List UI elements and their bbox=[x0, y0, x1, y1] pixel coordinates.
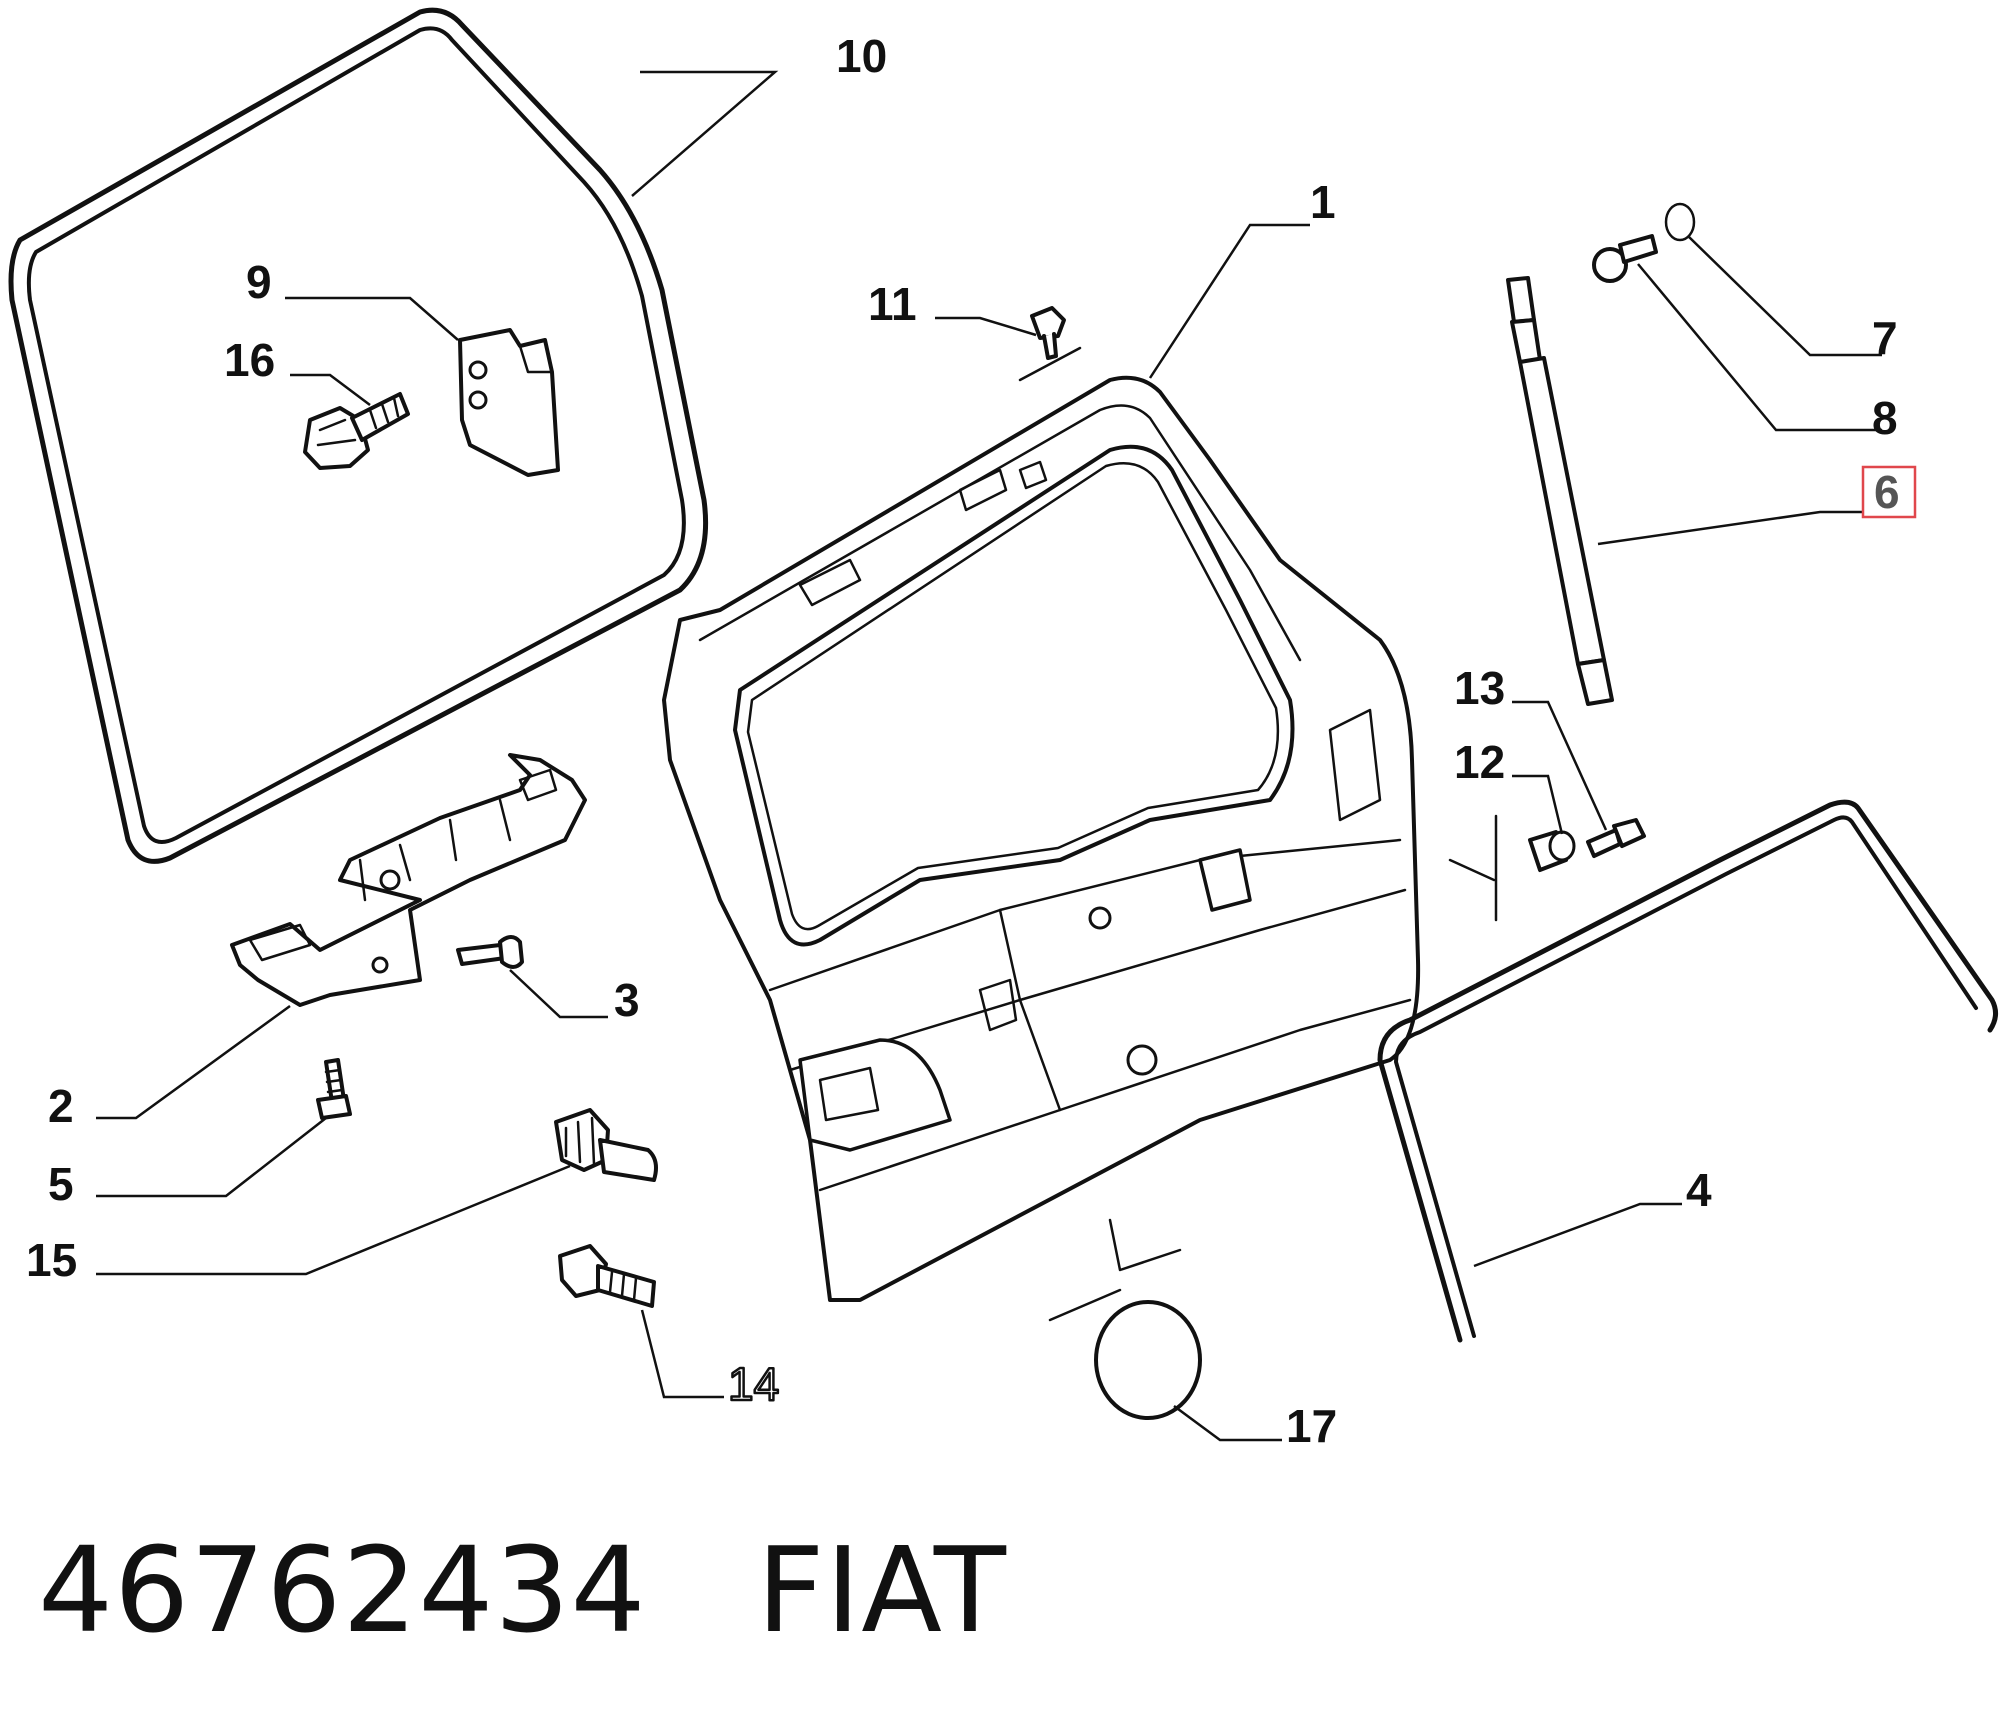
part-9-bracket-plate bbox=[458, 328, 560, 477]
part-15-stud bbox=[554, 1108, 658, 1182]
part-10-window-seal bbox=[8, 7, 709, 864]
callout-4: 4 bbox=[1686, 1164, 1712, 1216]
part-6-gas-strut bbox=[1506, 276, 1614, 706]
part-5-bolt bbox=[316, 1058, 352, 1120]
callout-5: 5 bbox=[48, 1158, 74, 1210]
part-2-hinge bbox=[230, 753, 587, 1007]
part-4-side-seal bbox=[1377, 799, 1998, 1343]
part-16-hex-bolt bbox=[303, 392, 410, 470]
callout-11: 11 bbox=[868, 278, 917, 330]
part-17-cap bbox=[1048, 1218, 1202, 1420]
part-1-tailgate-panel bbox=[662, 375, 1421, 1302]
part-caption: 46762434 FIAT bbox=[38, 1520, 1007, 1660]
callout-15: 15 bbox=[26, 1234, 77, 1286]
callout-17: 17 bbox=[1286, 1400, 1337, 1452]
callout-9: 9 bbox=[246, 256, 272, 308]
callout-labels: 1 2 3 4 5 6 7 8 9 10 11 12 13 14 15 16 1… bbox=[26, 30, 1900, 1452]
callout-14: 14 bbox=[728, 1358, 779, 1410]
part-12-spacer bbox=[1528, 830, 1576, 872]
callout-13: 13 bbox=[1454, 662, 1505, 714]
part-11-screw bbox=[1018, 306, 1082, 382]
part-13-screw bbox=[1448, 814, 1646, 922]
callout-6-highlight-box bbox=[1861, 465, 1917, 519]
callout-3: 3 bbox=[614, 974, 640, 1026]
callout-6: 6 bbox=[1874, 466, 1900, 518]
callout-1: 1 bbox=[1310, 176, 1336, 228]
part-14-bolt bbox=[558, 1244, 656, 1308]
leader-lines bbox=[96, 70, 1882, 1442]
callout-8: 8 bbox=[1872, 392, 1898, 444]
callout-16: 16 bbox=[224, 334, 275, 386]
callout-12: 12 bbox=[1454, 736, 1505, 788]
part-3-bolt bbox=[456, 935, 524, 969]
part-7-ring bbox=[1664, 202, 1696, 242]
part-8-ball-pin bbox=[1592, 234, 1658, 283]
callout-2: 2 bbox=[48, 1080, 74, 1132]
callout-7: 7 bbox=[1872, 312, 1898, 364]
callout-10: 10 bbox=[836, 30, 887, 82]
brand-name: FIAT bbox=[756, 1521, 1007, 1659]
part-number: 46762434 bbox=[38, 1521, 647, 1659]
